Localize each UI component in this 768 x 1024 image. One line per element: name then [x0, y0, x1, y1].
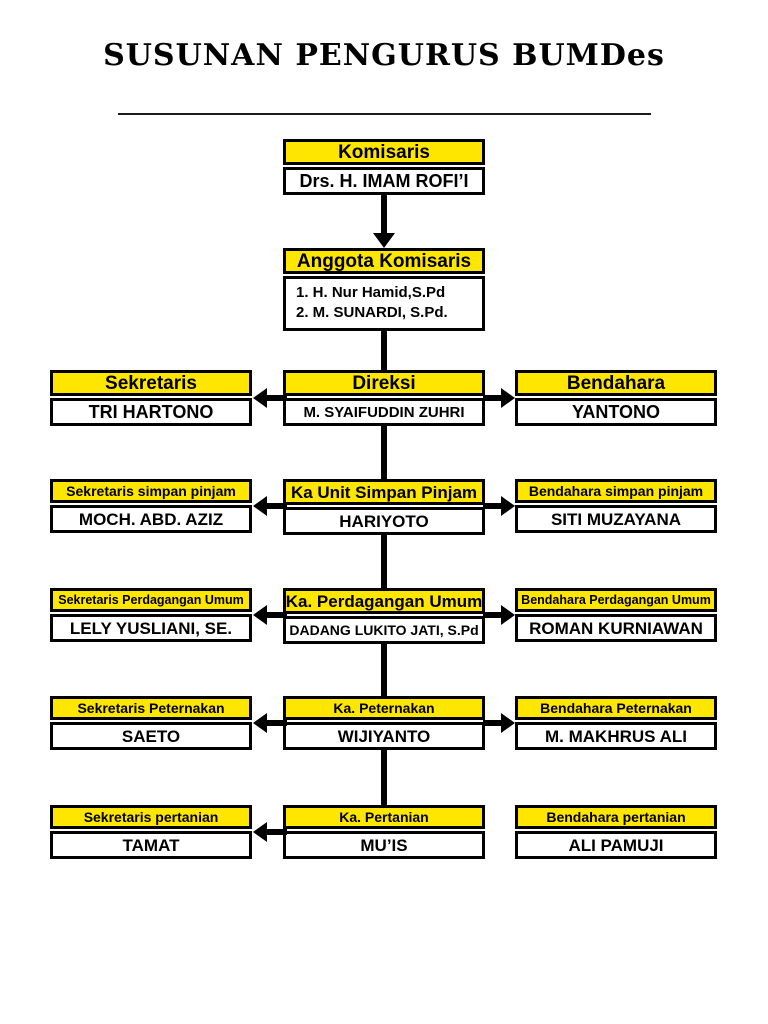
node-ka-peternakan-header: Ka. Peternakan	[283, 696, 485, 720]
node-komisaris-body: Drs. H. IMAM ROFI’I	[283, 167, 485, 195]
node-bendahara-body: YANTONO	[515, 398, 717, 426]
node-ka-perdagangan-umum-body: DADANG LUKITO JATI, S.Pd	[283, 616, 485, 644]
arrow-simpan-pinjam-to-bendahara-head	[501, 496, 515, 516]
connector-peternakan-to-pertanian	[381, 745, 387, 810]
node-bendahara-pertanian-header: Bendahara pertanian	[515, 805, 717, 829]
node-bendahara-peternakan[interactable]: Bendahara Peternakan M. MAKHRUS ALI	[515, 696, 717, 750]
node-bendahara-perdagangan-umum-header: Bendahara Perdagangan Umum	[515, 588, 717, 612]
connector-anggota-to-direksi	[381, 310, 387, 375]
arrow-peternakan-to-sekretaris	[267, 720, 287, 726]
node-bendahara-simpan-pinjam-body: SITI MUZAYANA	[515, 505, 717, 533]
node-ka-pertanian-header: Ka. Pertanian	[283, 805, 485, 829]
node-bendahara-pertanian[interactable]: Bendahara pertanian ALI PAMUJI	[515, 805, 717, 859]
node-anggota-komisaris-header: Anggota Komisaris	[283, 248, 485, 274]
arrow-pertanian-to-sekretaris	[267, 829, 287, 835]
node-sekretaris-pertanian-body: TAMAT	[50, 831, 252, 859]
connector-komisaris-to-anggota	[381, 192, 387, 240]
arrow-peternakan-to-bendahara-head	[501, 713, 515, 733]
node-sekretaris-simpan-pinjam-header: Sekretaris simpan pinjam	[50, 479, 252, 503]
arrow-perdagangan-to-sekretaris	[267, 612, 287, 618]
title-divider	[118, 113, 651, 115]
arrow-peternakan-to-bendahara	[483, 720, 501, 726]
node-komisaris[interactable]: Komisaris Drs. H. IMAM ROFI’I	[283, 139, 485, 195]
arrow-direksi-to-bendahara-head	[501, 388, 515, 408]
node-bendahara[interactable]: Bendahara YANTONO	[515, 370, 717, 426]
arrow-direksi-to-sekretaris	[267, 395, 287, 401]
node-ka-unit-simpan-pinjam-header: Ka Unit Simpan Pinjam	[283, 479, 485, 505]
node-bendahara-perdagangan-umum[interactable]: Bendahara Perdagangan Umum ROMAN KURNIAW…	[515, 588, 717, 642]
connector-perdagangan-to-peternakan	[381, 637, 387, 702]
node-sekretaris-body: TRI HARTONO	[50, 398, 252, 426]
node-sekretaris-pertanian-header: Sekretaris pertanian	[50, 805, 252, 829]
node-bendahara-simpan-pinjam-header: Bendahara simpan pinjam	[515, 479, 717, 503]
arrow-peternakan-to-sekretaris-head	[253, 713, 267, 733]
node-bendahara-pertanian-body: ALI PAMUJI	[515, 831, 717, 859]
node-direksi[interactable]: Direksi M. SYAIFUDDIN ZUHRI	[283, 370, 485, 426]
node-sekretaris-perdagangan-umum-header: Sekretaris Perdagangan Umum	[50, 588, 252, 612]
page-title: SUSUNAN PENGURUS BUMDes	[103, 38, 665, 73]
arrow-simpan-pinjam-to-sekretaris-head	[253, 496, 267, 516]
node-ka-unit-simpan-pinjam-body: HARIYOTO	[283, 507, 485, 535]
connector-direksi-to-simpan-pinjam	[381, 420, 387, 485]
node-sekretaris-header: Sekretaris	[50, 370, 252, 396]
node-direksi-header: Direksi	[283, 370, 485, 396]
arrow-pertanian-to-sekretaris-head	[253, 822, 267, 842]
arrow-perdagangan-to-bendahara	[483, 612, 501, 618]
node-komisaris-header: Komisaris	[283, 139, 485, 165]
node-sekretaris-peternakan[interactable]: Sekretaris Peternakan SAETO	[50, 696, 252, 750]
node-anggota-komisaris[interactable]: Anggota Komisaris 1. H. Nur Hamid,S.Pd 2…	[283, 248, 485, 331]
node-bendahara-perdagangan-umum-body: ROMAN KURNIAWAN	[515, 614, 717, 642]
node-bendahara-peternakan-body: M. MAKHRUS ALI	[515, 722, 717, 750]
arrow-simpan-pinjam-to-bendahara	[483, 503, 501, 509]
node-sekretaris[interactable]: Sekretaris TRI HARTONO	[50, 370, 252, 426]
node-ka-pertanian-body: MU’IS	[283, 831, 485, 859]
arrow-direksi-to-sekretaris-head	[253, 388, 267, 408]
node-sekretaris-perdagangan-umum[interactable]: Sekretaris Perdagangan Umum LELY YUSLIAN…	[50, 588, 252, 642]
node-ka-peternakan[interactable]: Ka. Peternakan WIJIYANTO	[283, 696, 485, 750]
anggota-list-item-2: 2. M. SUNARDI, S.Pd.	[296, 304, 448, 322]
arrow-perdagangan-to-bendahara-head	[501, 605, 515, 625]
node-anggota-komisaris-body: 1. H. Nur Hamid,S.Pd 2. M. SUNARDI, S.Pd…	[283, 276, 485, 331]
node-ka-pertanian[interactable]: Ka. Pertanian MU’IS	[283, 805, 485, 859]
node-sekretaris-pertanian[interactable]: Sekretaris pertanian TAMAT	[50, 805, 252, 859]
node-ka-unit-simpan-pinjam[interactable]: Ka Unit Simpan Pinjam HARIYOTO	[283, 479, 485, 535]
node-sekretaris-perdagangan-umum-body: LELY YUSLIANI, SE.	[50, 614, 252, 642]
node-direksi-body: M. SYAIFUDDIN ZUHRI	[283, 398, 485, 426]
arrow-direksi-to-bendahara	[483, 395, 501, 401]
anggota-list-item-1: 1. H. Nur Hamid,S.Pd	[296, 284, 446, 301]
arrow-perdagangan-to-sekretaris-head	[253, 605, 267, 625]
node-bendahara-simpan-pinjam[interactable]: Bendahara simpan pinjam SITI MUZAYANA	[515, 479, 717, 533]
connector-simpan-pinjam-to-perdagangan	[381, 528, 387, 593]
node-sekretaris-peternakan-body: SAETO	[50, 722, 252, 750]
node-sekretaris-peternakan-header: Sekretaris Peternakan	[50, 696, 252, 720]
node-ka-peternakan-body: WIJIYANTO	[283, 722, 485, 750]
node-sekretaris-simpan-pinjam[interactable]: Sekretaris simpan pinjam MOCH. ABD. AZIZ	[50, 479, 252, 533]
node-ka-perdagangan-umum-header: Ka. Perdagangan Umum	[283, 588, 485, 614]
node-bendahara-header: Bendahara	[515, 370, 717, 396]
arrow-simpan-pinjam-to-sekretaris	[267, 503, 287, 509]
connector-arrowhead-down-anggota	[373, 233, 395, 248]
node-sekretaris-simpan-pinjam-body: MOCH. ABD. AZIZ	[50, 505, 252, 533]
node-ka-perdagangan-umum[interactable]: Ka. Perdagangan Umum DADANG LUKITO JATI,…	[283, 588, 485, 644]
node-bendahara-peternakan-header: Bendahara Peternakan	[515, 696, 717, 720]
